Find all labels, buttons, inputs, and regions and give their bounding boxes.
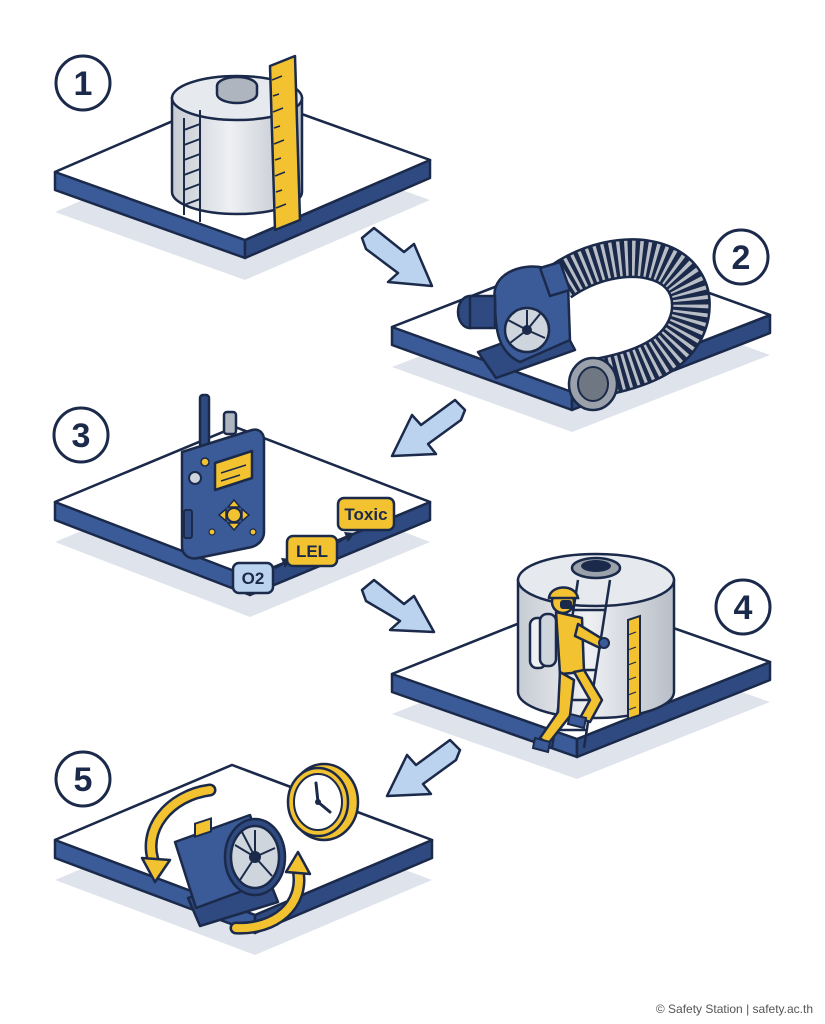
step-number-1-text: 1 <box>74 65 93 103</box>
flow-arrow-3 <box>362 580 434 632</box>
step-number-5-text: 5 <box>74 761 93 799</box>
flow-arrow-2 <box>392 400 465 456</box>
gas-label-o2: O2 <box>242 569 265 588</box>
step-number-4-text: 4 <box>734 589 753 627</box>
clock-icon <box>288 764 358 840</box>
step-2: 2 <box>392 230 770 432</box>
step-number-4: 4 <box>716 580 770 634</box>
tank-measure-icon <box>172 56 302 230</box>
gas-detector-icon <box>182 395 264 558</box>
step-number-5: 5 <box>56 752 110 806</box>
flow-arrow-1 <box>362 228 432 286</box>
credit-text: © Safety Station | safety.ac.th <box>656 1002 813 1016</box>
step-number-2: 2 <box>714 230 768 284</box>
step-number-3-text: 3 <box>72 417 91 455</box>
gas-label-toxic: Toxic <box>344 505 387 524</box>
step-5: 5 <box>55 752 432 955</box>
step-number-2-text: 2 <box>732 239 751 277</box>
flow-arrow-4 <box>387 740 460 796</box>
step-number-1: 1 <box>56 56 110 110</box>
gas-label-lel: LEL <box>296 542 328 561</box>
tank-level-gauge-icon <box>628 616 640 719</box>
measuring-ruler-icon <box>270 56 300 230</box>
step-number-3: 3 <box>54 408 108 462</box>
